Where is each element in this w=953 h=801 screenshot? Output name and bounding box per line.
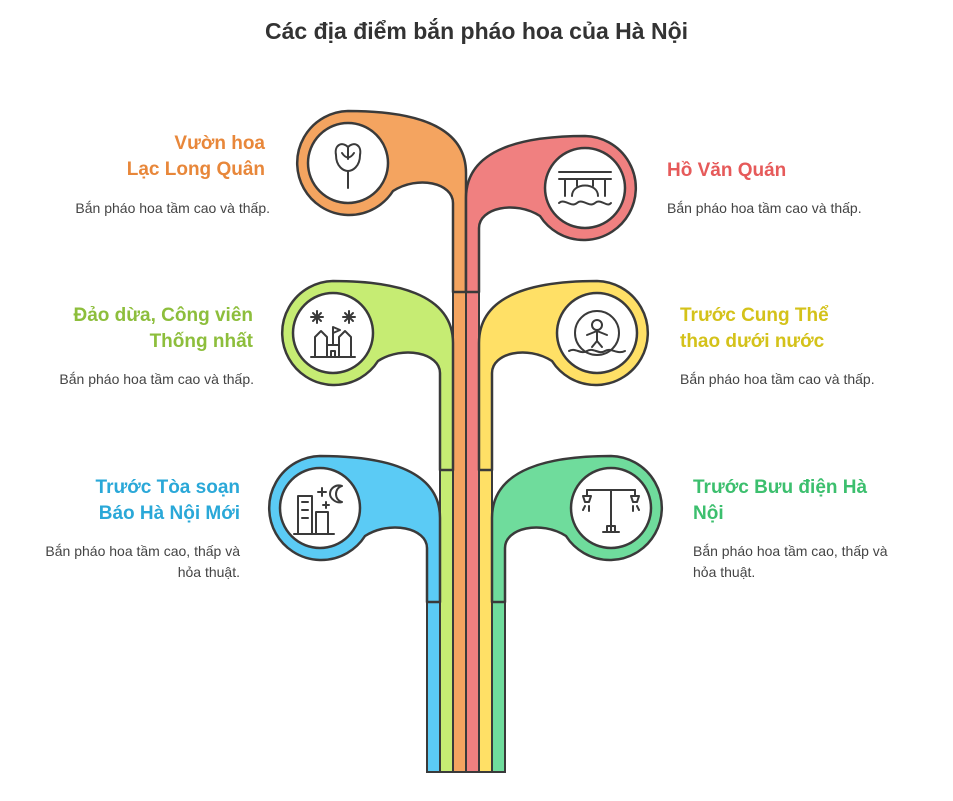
description-item-2: Bắn pháo hoa tầm cao và thấp. <box>59 371 254 387</box>
description-item-0: Bắn pháo hoa tầm cao và thấp. <box>75 200 270 216</box>
stems <box>426 289 506 773</box>
label-item-5: Trước Bưu điện Hà Nội <box>693 475 923 527</box>
label-item-3: Trước Cung Thể thao dưới nước <box>680 303 910 355</box>
bubbles <box>268 109 663 604</box>
stem-2 <box>439 467 454 773</box>
label-line: Trước Cung Thể <box>680 305 829 326</box>
label-item-0: Vườn hoa Lạc Long Quân <box>60 131 265 183</box>
icon-circle-4 <box>278 466 362 550</box>
city-night-icon <box>293 484 343 535</box>
label-line: Thống nhất <box>149 331 253 352</box>
label-line: Trước Tòa soạn <box>95 477 240 498</box>
label-line: Nội <box>693 503 724 524</box>
swimmer-icon <box>568 310 626 356</box>
castle-fireworks-icon <box>310 310 356 358</box>
label-line: Lạc Long Quân <box>126 159 265 180</box>
icon-circle-1 <box>543 146 627 230</box>
diagram-title: Các địa điểm bắn pháo hoa của Hà Nội <box>264 18 689 44</box>
stem-4 <box>426 599 441 773</box>
label-item-4: Trước Tòa soạn Báo Hà Nội Mới <box>20 475 240 527</box>
stem-5 <box>491 599 506 773</box>
label-line: Báo Hà Nội Mới <box>98 503 240 524</box>
stem-0 <box>452 289 467 773</box>
label-line: thao dưới nước <box>680 331 825 352</box>
label-line: Hồ Văn Quán <box>667 160 787 181</box>
label-line: Đảo dừa, Công viên <box>73 305 254 326</box>
stem-3 <box>478 467 493 773</box>
stem-1 <box>465 289 480 773</box>
description-item-1: Bắn pháo hoa tầm cao và thấp. <box>667 200 862 216</box>
label-line: Vườn hoa <box>174 133 265 154</box>
description-item-3: Bắn pháo hoa tầm cao và thấp. <box>680 371 875 387</box>
street-lamp-icon <box>582 489 640 533</box>
rose-icon <box>334 143 362 189</box>
label-item-2: Đảo dừa, Công viên Thống nhất <box>30 303 254 355</box>
label-item-1: Hồ Văn Quán <box>667 158 897 184</box>
description-item-5: Bắn pháo hoa tầm cao, thấp và hỏa thuật. <box>693 543 888 580</box>
icon-circle-0 <box>306 121 390 205</box>
bridge-icon <box>558 171 612 206</box>
label-line: Trước Bưu điện Hà <box>693 477 868 498</box>
description-item-4: Bắn pháo hoa tầm cao, thấp và hỏa thuật. <box>45 543 240 580</box>
